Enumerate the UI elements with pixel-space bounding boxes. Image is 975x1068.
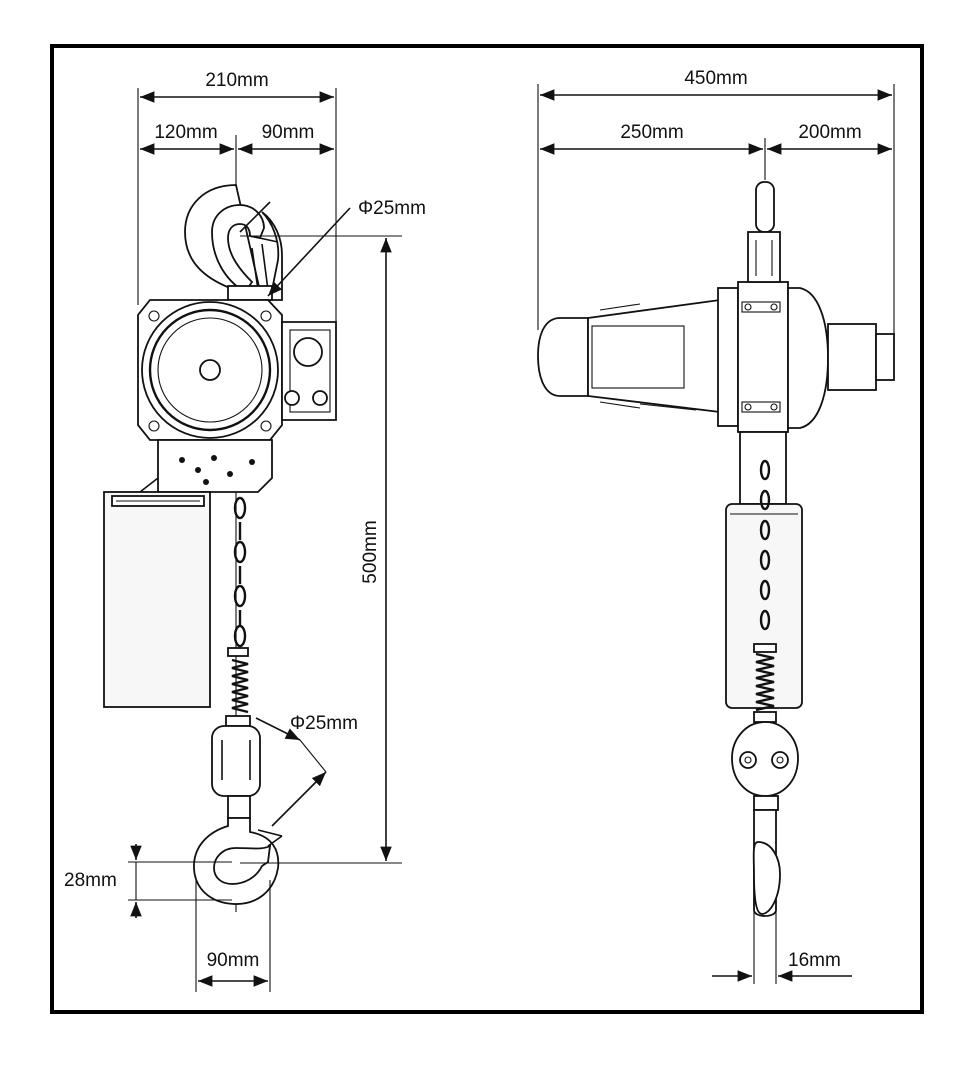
dim-left-total: 210mm	[140, 70, 334, 103]
label-right-motor-side: 250mm	[620, 122, 683, 143]
top-hook	[184, 184, 283, 301]
dim-lift-height: 500mm	[240, 235, 402, 864]
gear-housing	[717, 281, 895, 433]
dim-right-total: 450mm	[540, 68, 892, 101]
bottom-block	[211, 647, 261, 819]
bottom-block-side	[731, 721, 799, 917]
label-hook-width: 90mm	[207, 950, 260, 971]
dim-right-split: 250mm 200mm	[540, 122, 892, 155]
motor	[537, 298, 721, 414]
dim-bottom-hook-diameter: Φ25mm	[255, 713, 358, 827]
label-hook-throat: 28mm	[64, 870, 117, 891]
dim-left-split: 120mm 90mm	[140, 122, 334, 155]
label-bottom-hook-diameter: Φ25mm	[290, 713, 358, 734]
label-left-hook-side: 120mm	[154, 122, 217, 143]
hoist-body	[137, 299, 337, 493]
label-top-hook-diameter: Φ25mm	[358, 198, 426, 219]
label-left-body-side: 90mm	[262, 122, 315, 143]
top-hook-side	[747, 181, 781, 283]
label-left-total: 210mm	[205, 70, 268, 91]
dim-top-hook-diameter: Φ25mm	[239, 198, 426, 297]
bottom-hook	[193, 817, 283, 905]
hoist-front-view: 210mm 120mm 90mm Φ25mm 500mm Φ25mm	[64, 70, 426, 992]
dim-hook-width: 90mm	[195, 880, 271, 992]
label-lift-height: 500mm	[360, 520, 381, 583]
side-chain-bag	[725, 431, 803, 723]
load-chain	[233, 496, 247, 648]
label-hook-thickness: 16mm	[788, 950, 841, 971]
dim-hook-throat: 28mm	[64, 844, 232, 918]
hoist-side-view: 450mm 250mm 200mm 16mm	[537, 68, 895, 984]
label-right-total: 450mm	[684, 68, 747, 89]
label-right-gear-side: 200mm	[798, 122, 861, 143]
chain-bag	[103, 491, 211, 708]
dim-hook-thickness: 16mm	[712, 900, 852, 984]
drawing-frame	[50, 44, 924, 1014]
